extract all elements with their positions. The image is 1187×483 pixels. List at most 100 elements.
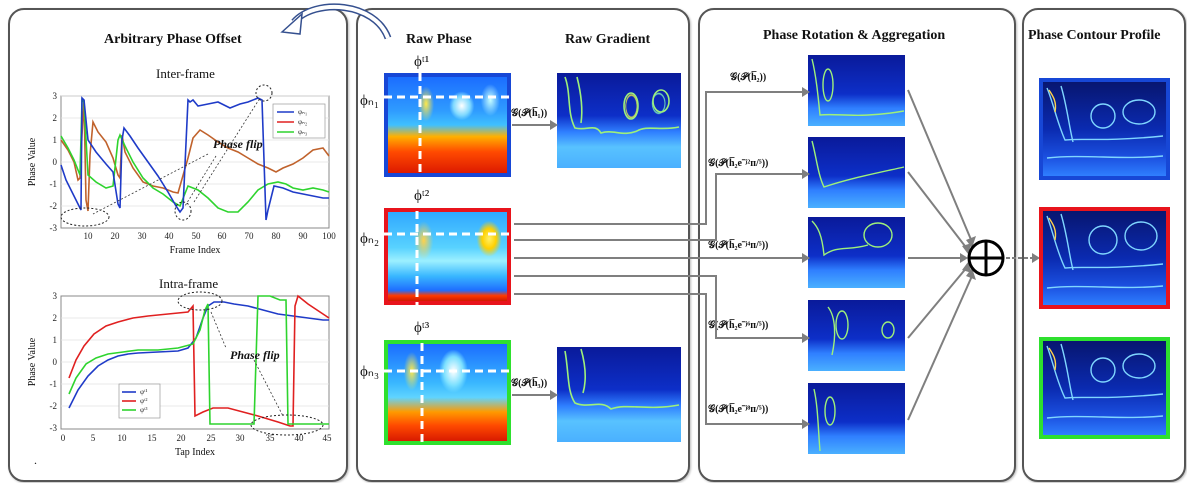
x-tick: 10 <box>84 231 94 241</box>
panel3-title: Phase Rotation & Aggregation <box>763 28 946 43</box>
raw-gradient-heatmap-3 <box>557 347 681 442</box>
y-tick: 0 <box>53 357 58 367</box>
annotation-arrow <box>92 153 209 215</box>
legend-label: φₙ₁ <box>298 108 307 116</box>
y-tick: 1 <box>53 335 58 345</box>
series-line-n2 <box>60 99 330 212</box>
rotation-connectors <box>514 87 976 429</box>
phase-flip-ellipse <box>177 291 223 311</box>
rotation-label-4: 𝒢(𝒫(h̅₂e⁻ʲ⁶ᴨ/⁵)) <box>708 320 769 331</box>
x-tick: 80 <box>272 231 282 241</box>
phase-flip-ellipse <box>174 201 192 221</box>
legend-label: φₙ₂ <box>298 118 308 126</box>
gradient-contours <box>564 76 680 410</box>
series-line-t2 <box>68 294 330 427</box>
x-tick: 40 <box>165 231 175 241</box>
legend-label: φᵗ² <box>140 397 147 405</box>
x-tick: 20 <box>111 231 121 241</box>
inter-frame-title: Inter-frame <box>156 66 215 81</box>
rotation-heatmap-4 <box>808 300 905 371</box>
y-tick: 2 <box>53 113 58 123</box>
rotation-label-2: 𝒢(𝒫(h̅₂e⁻ʲ²ᴨ/⁵)) <box>708 158 769 169</box>
aggregate-sum-icon <box>967 239 1005 277</box>
x-tick: 10 <box>118 433 128 443</box>
x-tick: 0 <box>61 433 66 443</box>
raw-phase-heatmap-1 <box>384 73 511 177</box>
phi-t3-label: ϕᵗ³ <box>414 320 430 336</box>
phi-n3-label: ϕₙ₃ <box>360 364 380 380</box>
y-tick: 3 <box>53 91 58 101</box>
legend-label: φₙ₃ <box>298 128 308 136</box>
g-operator-arrows <box>512 120 558 400</box>
phase-flip-ellipse <box>250 414 324 436</box>
y-tick: 2 <box>53 313 58 323</box>
phi-t2-label: ϕᵗ² <box>414 188 430 204</box>
x-tick: 20 <box>177 433 187 443</box>
contour-lines <box>1046 85 1164 419</box>
raw-phase-overlay <box>384 73 514 445</box>
rotation-label-1: 𝒢(𝒫(h̅₂)) <box>730 72 767 83</box>
raw-phase-heatmap-3 <box>384 340 511 445</box>
g-h3-label: 𝒢(𝒫(h̅₃)) <box>511 378 548 389</box>
x-tick: 40 <box>295 433 305 443</box>
x-tick: 100 <box>322 231 336 241</box>
rotation-label-3: 𝒢(𝒫(h̅₂e⁻ʲ⁴ᴨ/⁵)) <box>708 240 769 251</box>
phi-n1-label: ϕₙ₁ <box>360 93 380 109</box>
series-line-t3 <box>68 295 329 425</box>
y-tick: -1 <box>50 179 58 189</box>
x-tick: 60 <box>218 231 228 241</box>
footnote: . <box>34 453 37 467</box>
annotation-arrow <box>253 359 284 417</box>
rotation-label-5: 𝒢(𝒫(h̅₂e⁻ʲ⁸ᴨ/⁵)) <box>708 404 769 415</box>
raw-gradient-title: Raw Gradient <box>565 32 651 47</box>
x-tick: 50 <box>192 231 202 241</box>
annotation-arrow <box>184 155 217 207</box>
x-tick: 15 <box>148 433 158 443</box>
inter-frame-chart: 3 2 1 0 -1 -2 -3 10 20 30 40 50 60 70 80… <box>27 84 336 256</box>
x-tick: 30 <box>236 433 246 443</box>
y-tick: -2 <box>50 201 58 211</box>
x-tick: 5 <box>91 433 96 443</box>
y-tick: 1 <box>53 135 58 145</box>
annotation-arrow <box>210 311 227 349</box>
legend-box <box>272 103 326 139</box>
x-axis-label: Tap Index <box>175 447 215 458</box>
y-tick: 3 <box>53 291 58 301</box>
y-tick: -3 <box>50 223 58 233</box>
legend-label: φᵗ¹ <box>140 388 147 396</box>
rotation-contours <box>811 58 905 452</box>
phase-flip-ellipse <box>255 84 273 102</box>
intra-frame-title: Intra-frame <box>159 276 219 291</box>
raw-gradient-heatmap-1 <box>557 73 681 168</box>
x-tick: 45 <box>323 433 333 443</box>
x-tick: 35 <box>266 433 276 443</box>
panel1-title: Arbitrary Phase Offset <box>104 32 242 47</box>
intra-frame-chart: 3 2 1 0 -1 -2 -3 0 5 10 15 20 25 30 35 4… <box>27 291 333 458</box>
y-tick: -3 <box>50 423 58 433</box>
phase-flip-ellipse <box>60 207 110 227</box>
phi-n2-label: ϕₙ₂ <box>360 231 380 247</box>
x-axis-label: Frame Index <box>170 245 221 256</box>
series-line-t1 <box>68 301 329 409</box>
y-tick: -2 <box>50 401 58 411</box>
x-tick: 70 <box>245 231 255 241</box>
g-h1-label: 𝒢(𝒫(h̅₁)) <box>511 108 548 119</box>
curved-arrow <box>280 3 392 40</box>
rotation-heatmap-5 <box>808 383 905 454</box>
output-arrow <box>1006 253 1040 263</box>
x-tick: 30 <box>138 231 148 241</box>
series-line-n1 <box>60 96 329 221</box>
annotation-arrow <box>193 97 261 203</box>
phase-flip-label: Phase flip <box>213 137 263 151</box>
y-axis-label: Phase Value <box>27 137 38 186</box>
phase-flip-label: Phase flip <box>230 348 280 362</box>
x-tick: 25 <box>207 433 217 443</box>
phi-t1-label: ϕᵗ¹ <box>414 54 430 70</box>
raw-phase-heatmap-2 <box>384 208 511 305</box>
raw-phase-title: Raw Phase <box>406 32 472 47</box>
x-tick: 90 <box>299 231 309 241</box>
rotation-heatmap-2 <box>808 137 905 208</box>
legend-label: φᵗ³ <box>140 406 147 414</box>
panel4-title: Phase Contour Profile <box>1028 28 1161 43</box>
y-tick: 0 <box>53 157 58 167</box>
